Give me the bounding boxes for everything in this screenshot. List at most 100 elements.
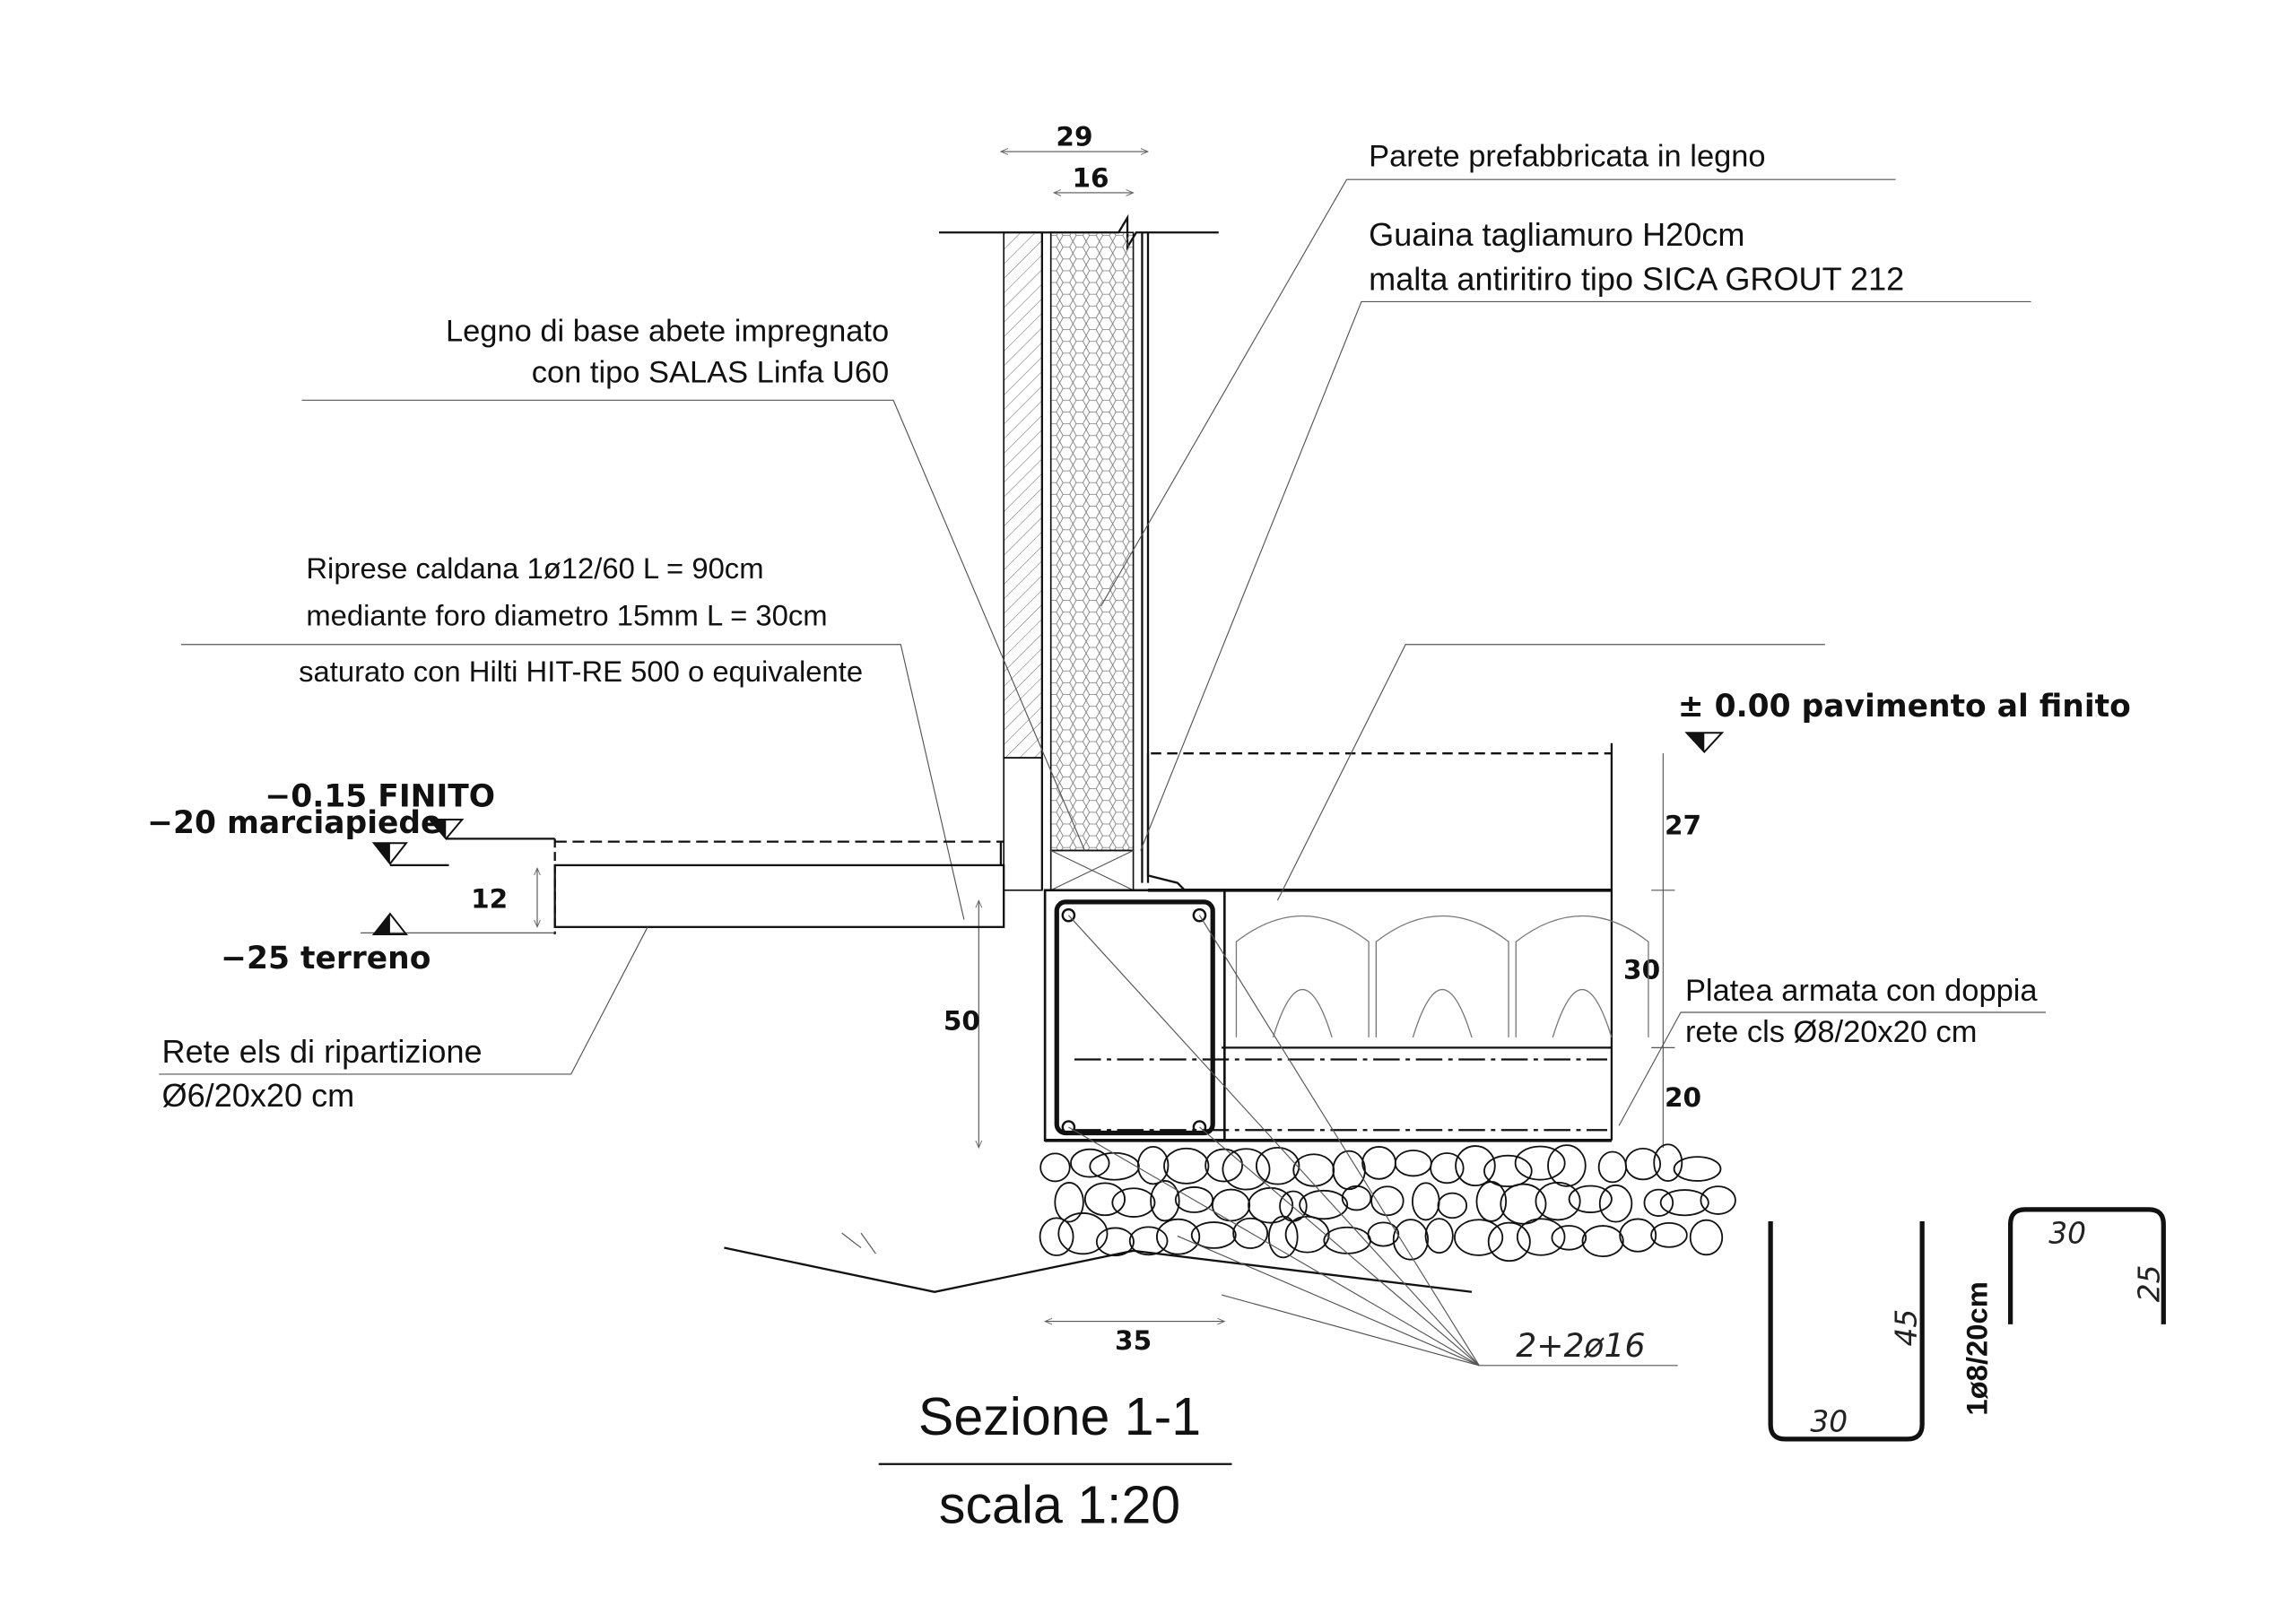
svg-text:16: 16: [1072, 162, 1109, 193]
gravel-stone: [1394, 1150, 1432, 1177]
gravel-stone: [1150, 1180, 1180, 1222]
gravel-stone: [1514, 1145, 1566, 1181]
gravel-stone: [1483, 1154, 1533, 1188]
dimension-wall-total: 29: [1001, 121, 1148, 152]
gravel-stone: [1487, 1221, 1531, 1263]
igloo-formwork: [1235, 915, 1649, 1038]
gravel-stone: [1392, 1219, 1430, 1261]
svg-text:con tipo SALAS Linfa U60: con tipo SALAS Linfa U60: [532, 356, 889, 390]
label-legno-base: Legno di base abete impregnato con tipo …: [301, 315, 1085, 851]
svg-text:45: 45: [1890, 1309, 1924, 1347]
svg-text:−25 terreno: −25 terreno: [221, 941, 430, 976]
svg-text:saturato con Hilti HIT-RE 500: saturato con Hilti HIT-RE 500 o equivale…: [299, 655, 863, 688]
gravel-stone: [1581, 1225, 1624, 1258]
igloo-form: [1515, 915, 1649, 1038]
gravel-stone: [1597, 1150, 1628, 1184]
label-platea: Platea armata con doppia rete cls Ø8/20x…: [1618, 974, 2046, 1126]
gravel-stone: [1083, 1182, 1126, 1217]
svg-text:−20 marciapiede: −20 marciapiede: [147, 805, 441, 841]
gravel-stone: [1424, 1218, 1454, 1254]
svg-text:Rete els di ripartizione: Rete els di ripartizione: [162, 1033, 483, 1070]
igloo-form: [1235, 915, 1370, 1038]
gravel-stone: [1673, 1156, 1722, 1182]
gravel-stone: [1455, 1145, 1496, 1187]
dimension-chain-right: 27 30 20: [1623, 753, 1701, 1148]
gravel-stone: [1659, 1189, 1709, 1217]
gravel-stone: [1700, 1185, 1736, 1215]
title-block: Sezione 1-1 scala 1:20: [878, 1387, 1232, 1534]
scale-label: scala 1:20: [939, 1475, 1180, 1534]
svg-text:± 0.00 pavimento al finito: ± 0.00 pavimento al finito: [1678, 689, 2131, 725]
svg-text:50: 50: [944, 1006, 980, 1037]
svg-text:malta antiritiro tipo SICA GRO: malta antiritiro tipo SICA GROUT 212: [1369, 260, 1904, 297]
gravel-stone: [1128, 1226, 1169, 1256]
stirrup-u-bar: 30 45: [1768, 1221, 1925, 1442]
gravel-stone: [1292, 1153, 1335, 1187]
gravel-stone: [1341, 1185, 1372, 1211]
gravel-stone: [1516, 1218, 1566, 1256]
gravel-stone: [1454, 1219, 1504, 1256]
gravel-stone: [1689, 1219, 1724, 1256]
dimension-wall-core: 16: [1054, 162, 1134, 193]
gravel-stone: [1211, 1188, 1251, 1222]
gravel-stone: [1163, 1147, 1210, 1185]
gravel-stone: [1222, 1148, 1271, 1191]
svg-text:20: 20: [1665, 1082, 1701, 1113]
gravel-stone: [1137, 1145, 1170, 1185]
gravel-stone: [1568, 1185, 1613, 1213]
stirrup-cap-bar: 30 25: [2007, 1207, 2166, 1324]
svg-text:rete cls Ø8/20x20 cm: rete cls Ø8/20x20 cm: [1685, 1015, 1978, 1049]
label-rete: Rete els di ripartizione Ø6/20x20 cm: [159, 926, 648, 1114]
gravel-stone: [1284, 1215, 1330, 1254]
gravel-stone: [1095, 1227, 1135, 1257]
svg-text:30: 30: [1810, 1405, 1848, 1439]
label-guaina: Guaina tagliamuro H20cm malta antiritiro…: [1140, 216, 2031, 851]
label-riprese: Riprese caldana 1ø12/60 L = 90cm mediant…: [180, 551, 965, 920]
gravel-stone: [1547, 1144, 1587, 1187]
svg-text:Platea armata con doppia: Platea armata con doppia: [1685, 974, 2038, 1008]
svg-text:29: 29: [1056, 121, 1092, 152]
gravel-stone: [1643, 1188, 1674, 1217]
gravel-stone: [1039, 1152, 1071, 1183]
gravel-stone: [1190, 1221, 1237, 1249]
svg-text:2+2ø16: 2+2ø16: [1516, 1326, 1645, 1365]
gravel-stone: [1039, 1217, 1074, 1256]
svg-text:27: 27: [1665, 810, 1701, 840]
gravel-stone: [1361, 1146, 1396, 1180]
svg-text:−0.15 FINITO: −0.15 FINITO: [265, 778, 495, 814]
gravel-stone: [1650, 1221, 1688, 1248]
svg-text:Legno di base abete impregnato: Legno di base abete impregnato: [446, 315, 889, 349]
slab-leader: [1276, 644, 1825, 901]
svg-text:Ø6/20x20 cm: Ø6/20x20 cm: [162, 1077, 355, 1114]
gravel-stone: [1551, 1225, 1587, 1251]
gravel-stone: [1624, 1147, 1662, 1181]
gravel-stone: [1412, 1182, 1440, 1221]
gravel-stone: [1299, 1189, 1349, 1220]
gravel-stone: [1111, 1187, 1156, 1218]
gravel-stone: [1057, 1212, 1109, 1255]
svg-text:25: 25: [2132, 1265, 2166, 1303]
svg-text:Riprese caldana 1ø12/60 L = 90: Riprese caldana 1ø12/60 L = 90cm: [306, 551, 763, 585]
stirrup-spacing: 1ø8/20cm: [1960, 1281, 1993, 1416]
gravel-stone: [1267, 1215, 1299, 1259]
sidewalk: −0.15 FINITO −20 marciapiede 12 −25 terr…: [147, 778, 1005, 976]
gravel-stone: [1619, 1218, 1657, 1253]
gravel-stone: [1232, 1217, 1269, 1249]
svg-text:12: 12: [471, 883, 508, 914]
dimension-beam-height: 50: [944, 900, 980, 1148]
gravel-stone: [1437, 1192, 1468, 1219]
gravel-stone: [1089, 1151, 1140, 1181]
section-title: Sezione 1-1: [918, 1387, 1201, 1446]
foundation-beam: [1043, 889, 1226, 1142]
dimension-beam-width: 35: [1045, 1322, 1224, 1356]
gravel-stone: [1323, 1226, 1371, 1254]
gravel-stone: [1500, 1183, 1547, 1225]
svg-text:30: 30: [2048, 1217, 2086, 1251]
gravel-stone: [1070, 1148, 1110, 1178]
svg-text:30: 30: [1623, 954, 1660, 985]
gravel-stone: [1653, 1143, 1683, 1182]
svg-text:35: 35: [1115, 1325, 1152, 1356]
svg-text:Parete prefabbricata in legno: Parete prefabbricata in legno: [1369, 139, 1765, 173]
